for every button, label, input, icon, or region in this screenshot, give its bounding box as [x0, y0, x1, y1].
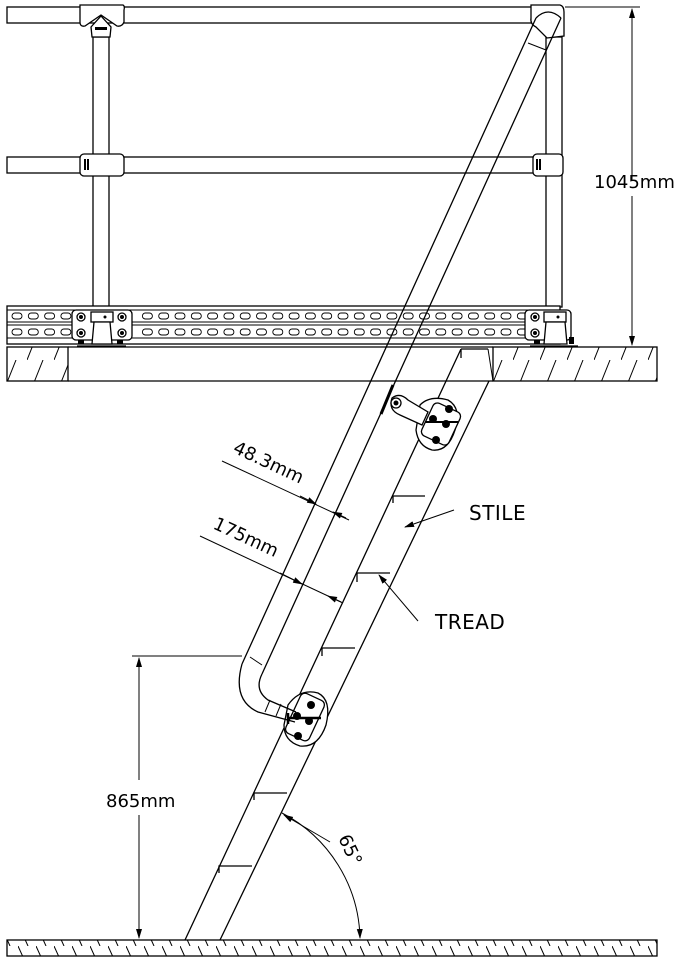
platform-slab: [6, 346, 658, 382]
dim-handrail-height: 865mm: [106, 655, 242, 939]
dim-handrail-diameter: 48.3mm: [221, 437, 350, 521]
stile-left-edge: [184, 348, 462, 941]
upper-bracket: [379, 384, 462, 451]
lower-bracket: [283, 691, 329, 747]
cross-fitting-mid-left: [79, 153, 125, 177]
dim-guardrail-height: 1045mm: [565, 6, 675, 346]
base-fitting-left: [71, 309, 133, 347]
tee-fitting-top-left: [79, 4, 125, 27]
tread-label: TREAD: [434, 610, 505, 634]
dim-ladder-angle: 65°: [281, 812, 366, 939]
dim-175-label: 175mm: [210, 513, 282, 561]
stile-right-edge: [219, 380, 490, 941]
dim-865-label: 865mm: [106, 791, 175, 812]
stile-label: STILE: [469, 501, 526, 525]
callout-tread: TREAD: [378, 574, 505, 634]
dim-1045-label: 1045mm: [594, 172, 675, 193]
dim-handrail-offset: 175mm: [199, 513, 344, 604]
ground-slab: [6, 939, 658, 957]
callout-stile: STILE: [404, 501, 526, 528]
dim-48-3-label: 48.3mm: [230, 437, 307, 488]
guardrail: [6, 4, 565, 308]
treads: [218, 495, 425, 873]
base-fitting-right: [524, 309, 578, 347]
dim-65-label: 65°: [333, 831, 366, 869]
ladder: [184, 348, 494, 941]
handrail: [238, 11, 562, 723]
